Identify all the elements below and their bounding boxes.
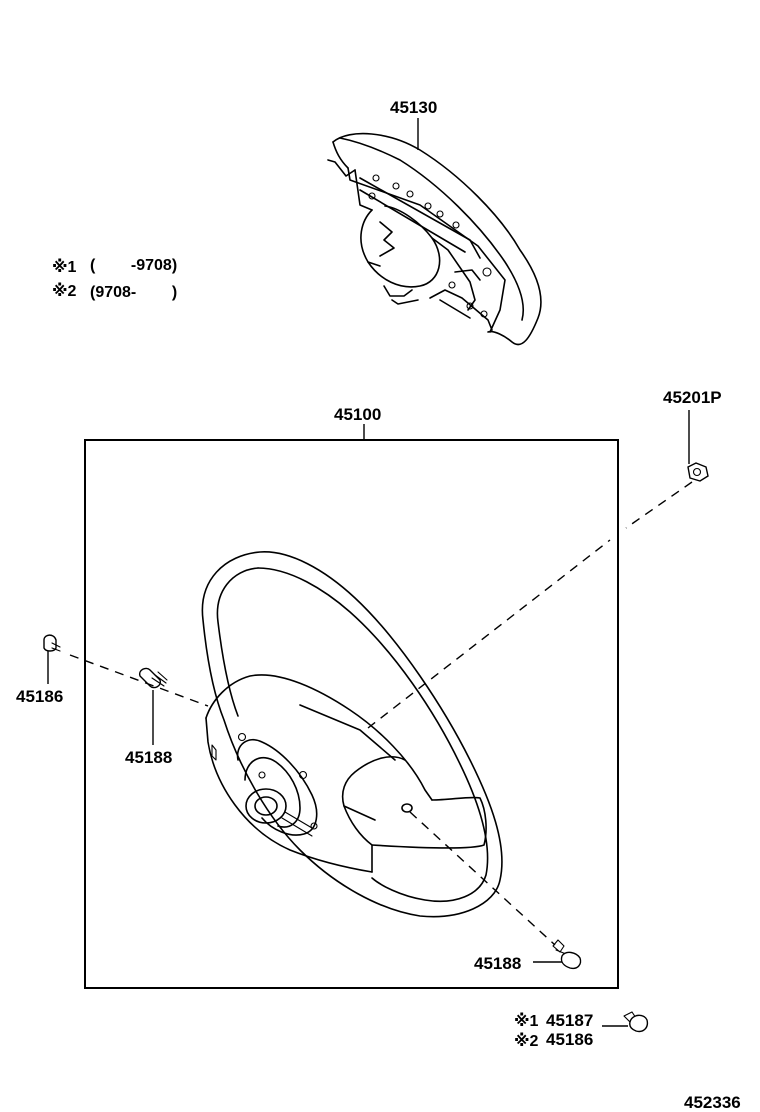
left-screw-45186: 45186 xyxy=(16,634,63,706)
note1-range: ( -9708) xyxy=(90,257,177,274)
axis-nut xyxy=(625,481,693,529)
screw-note-group: ※1 45187 ※2 45186 xyxy=(514,1011,649,1050)
axis-bottom xyxy=(409,811,556,946)
notes-legend: ※1 ( -9708) ※2 (9708- ) xyxy=(52,257,177,301)
assembly-frame xyxy=(84,439,619,989)
wheel-assembly: 45100 xyxy=(69,405,619,989)
left-bolt-45188: 45188 xyxy=(125,667,172,767)
label-45130: 45130 xyxy=(390,98,437,117)
steering-wheel-drawing xyxy=(201,551,503,918)
note1-mark: ※1 xyxy=(52,258,77,276)
label-45186-bottom: 45186 xyxy=(546,1030,593,1049)
axis-left xyxy=(69,654,209,707)
nut-45201P: 45201P xyxy=(625,388,722,529)
label-45188-bottom: 45188 xyxy=(474,954,521,973)
bottom-bolt-45188: 45188 xyxy=(474,939,582,973)
label-45201P: 45201P xyxy=(663,388,722,407)
axis-upper xyxy=(367,539,611,729)
pad-part: 45130 xyxy=(327,98,542,346)
screw-note2-mark: ※2 xyxy=(514,1032,539,1050)
diagram-id: 452336 xyxy=(684,1093,741,1112)
label-45186-left: 45186 xyxy=(16,687,63,706)
label-45187: 45187 xyxy=(546,1011,593,1030)
screw-note1-mark: ※1 xyxy=(514,1012,539,1030)
note2-mark: ※2 xyxy=(52,282,77,300)
label-45100: 45100 xyxy=(334,405,381,424)
note2-range: (9708- ) xyxy=(90,284,177,301)
pad-drawing xyxy=(327,132,542,346)
label-45188-left: 45188 xyxy=(125,748,172,767)
